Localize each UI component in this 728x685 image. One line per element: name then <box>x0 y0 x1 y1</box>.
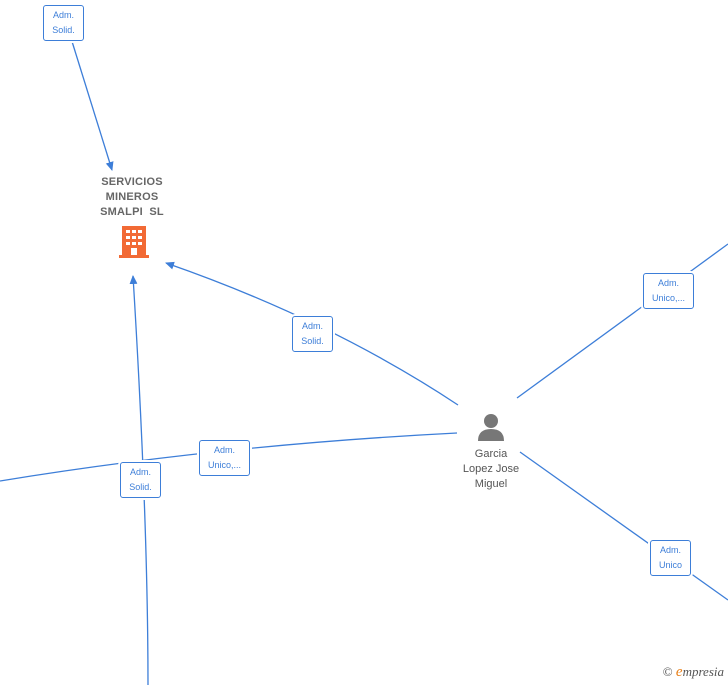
edge-label-line: Solid. <box>52 25 75 35</box>
edge-bottom-company-solid <box>129 275 149 685</box>
copyright-symbol: © <box>662 664 673 679</box>
edge-person-topright-unico <box>516 243 728 399</box>
edge-label-line: Solid. <box>301 336 324 346</box>
edge-label-person-company-solid[interactable]: Adm. Solid. <box>292 316 333 352</box>
edge-label-line: Adm. <box>659 545 681 555</box>
person-name[interactable]: Garcia Lopez Jose Miguel <box>446 447 536 492</box>
edge-label-line: Unico,... <box>207 460 241 470</box>
edge-label-line: Adm. <box>129 467 151 477</box>
edge-label-person-left-unico[interactable]: Adm. Unico,... <box>199 440 250 476</box>
edge-label-person-bottomright-unico[interactable]: Adm. Unico <box>650 540 691 576</box>
edge-label-top-solid[interactable]: Adm. Solid. <box>43 5 84 41</box>
edge-label-line: Adm. <box>213 445 235 455</box>
person-icon[interactable] <box>478 414 504 441</box>
edge-label-line: Solid. <box>129 482 152 492</box>
edge-label-line: Unico <box>658 560 682 570</box>
edge-label-line: Adm. <box>52 10 74 20</box>
person-name-line: Garcia <box>474 448 508 460</box>
building-icon[interactable] <box>119 226 149 258</box>
person-name-line: Lopez Jose <box>462 463 520 475</box>
edge-label-line: Adm. <box>301 321 323 331</box>
empresia-logo[interactable]: © empresia <box>663 664 724 681</box>
edge-top-solid <box>69 34 114 171</box>
edge-label-bottom-company-solid[interactable]: Adm. Solid. <box>120 462 161 498</box>
edge-label-line: Unico,... <box>651 293 685 303</box>
company-name[interactable]: SERVICIOS MINEROS SMALPI SL <box>82 175 182 220</box>
edge-person-bottomright-unico <box>519 451 728 601</box>
brand-initial: e <box>675 664 683 680</box>
edge-label-line: Adm. <box>657 278 679 288</box>
company-name-line: MINEROS <box>105 191 159 203</box>
person-name-line: Miguel <box>474 478 508 490</box>
edge-label-person-topright-unico[interactable]: Adm. Unico,... <box>643 273 694 309</box>
company-name-line: SERVICIOS <box>101 176 163 188</box>
company-name-line: SMALPI SL <box>100 206 164 218</box>
brand-name: mpresia <box>682 664 724 679</box>
